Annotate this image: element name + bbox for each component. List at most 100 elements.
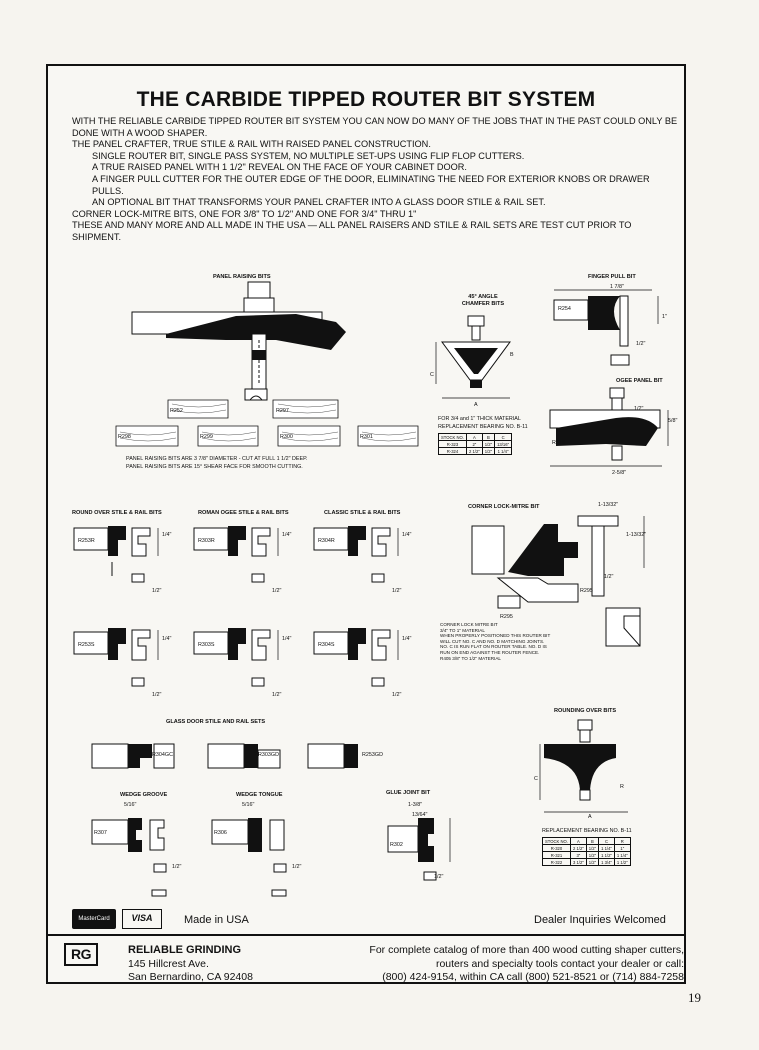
- stile-dim: 1/4": [282, 532, 292, 538]
- mastercard-logo: MasterCard: [72, 909, 116, 929]
- intro-paragraph: A TRUE RAISED PANEL WITH 1 1/2" REVEAL O…: [92, 162, 467, 173]
- column-header: A: [465, 433, 483, 441]
- ogee-panel-bit-drawing: [549, 387, 669, 467]
- intro-paragraph: SINGLE ROUTER BIT, SINGLE PASS SYSTEM, N…: [92, 150, 525, 161]
- table-cell: 1": [613, 844, 631, 852]
- catalog-line: (800) 424-9154, within CA call (800) 521…: [382, 971, 684, 983]
- corner-lock-note: CORNER LOCK MITRE BIT 3/4" TO 1" MATERIA…: [440, 622, 600, 661]
- table-cell: 1 1/2": [598, 851, 615, 859]
- column-header: B: [585, 837, 600, 845]
- part-code: R295: [500, 614, 513, 620]
- part-code: R304S: [318, 642, 335, 648]
- part-code: R303GD: [258, 752, 279, 758]
- table-cell: 2 1/2": [569, 844, 587, 852]
- stile-bearing-dim: 1/2": [272, 692, 282, 698]
- company-street: 145 Hillcrest Ave.: [128, 958, 209, 970]
- finger-width-dim: 1 7/8": [610, 284, 624, 290]
- part-code: R253S: [78, 642, 95, 648]
- company-city: San Bernardino, CA 92408: [128, 971, 253, 983]
- round-over-label: ROUND OVER STILE & RAIL BITS: [72, 510, 162, 516]
- catalog-line: routers and specialty tools contact your…: [435, 958, 684, 970]
- corner-lock-label: CORNER LOCK-MITRE BIT: [468, 504, 540, 510]
- table-cell: 1/2": [585, 844, 600, 852]
- part-code: R254: [558, 306, 571, 312]
- glue-inner-dim: 13/64": [412, 812, 428, 818]
- table-cell: 13/16": [494, 440, 513, 448]
- roman-ogee-label: ROMAN OGEE STILE & RAIL BITS: [198, 510, 289, 516]
- table-cell: 1 3/4": [598, 858, 615, 866]
- wedge-dim: 5/16": [242, 802, 255, 808]
- corner-joint-drawing: [605, 607, 641, 647]
- intro-paragraph: WITH THE RELIABLE CARBIDE TIPPED ROUTER …: [72, 116, 678, 138]
- classic-label: CLASSIC STILE & RAIL BITS: [324, 510, 401, 516]
- part-code: R299: [200, 434, 213, 440]
- column-header: C: [598, 837, 615, 845]
- column-header: STOCK NO.: [542, 837, 571, 845]
- panel-profile-samples: [115, 399, 419, 447]
- chamfer-bearing-note: REPLACEMENT BEARING NO. B-11: [438, 424, 528, 430]
- dim-letter: B: [510, 352, 514, 358]
- table-cell: 1/2": [481, 440, 496, 448]
- part-code: R253R: [78, 538, 95, 544]
- ogee-panel-label: OGEE PANEL BIT: [616, 378, 663, 384]
- corner-side-dim: 1-13/32": [626, 532, 647, 538]
- stile-dim: 1/4": [402, 532, 412, 538]
- dim-letter: R: [620, 784, 624, 790]
- column-header: STOCK NO.: [438, 433, 467, 441]
- table-cell: 1/2": [585, 851, 600, 859]
- dim-letter: B: [610, 746, 614, 752]
- company-name: RELIABLE GRINDING: [128, 944, 242, 956]
- glass-door-profiles: [91, 743, 358, 769]
- wedge-tongue-label: WEDGE TONGUE: [236, 792, 283, 798]
- corner-lock-bit-drawing: [471, 515, 645, 603]
- wedge-dim: 5/16": [124, 802, 137, 808]
- part-code: R252: [170, 408, 183, 414]
- part-code: R307: [94, 830, 107, 836]
- column-header: R: [613, 837, 631, 845]
- profile-icon: [497, 595, 521, 609]
- stile-rail-bits-drawing: [73, 526, 399, 687]
- panel-note: PANEL RAISING BITS ARE 15° SHEAR FACE FO…: [126, 464, 303, 470]
- ogee-bearing-dim: 1/2": [634, 406, 644, 412]
- corner-bearing-dim: 1/2": [604, 574, 614, 580]
- part-code: R303R: [198, 538, 215, 544]
- table-cell: 1 1/4": [613, 851, 631, 859]
- glass-door-label: GLASS DOOR STILE AND RAIL SETS: [166, 719, 266, 725]
- dim-letter: A: [474, 402, 478, 408]
- visa-logo: VISA: [122, 909, 162, 929]
- wedge-glue-drawing: [91, 818, 451, 897]
- note-line: RUN ON END AGAINST THE ROUTER FENCE.: [440, 649, 540, 655]
- panel-raising-label: PANEL RAISING BITS: [213, 274, 271, 280]
- table-cell: R-322: [542, 858, 571, 866]
- column-header: C: [494, 433, 513, 441]
- part-code: R318: [552, 440, 565, 446]
- page-title: THE CARBIDE TIPPED ROUTER BIT SYSTEM: [136, 88, 596, 111]
- panel-raising-bit-drawing: [131, 281, 346, 391]
- intro-paragraph: AN OPTIONAL BIT THAT TRANSFORMS YOUR PAN…: [92, 197, 546, 208]
- dim-letter: C: [430, 372, 434, 378]
- stile-dim: 1/4": [282, 636, 292, 642]
- finger-side-dim: 1": [662, 314, 667, 320]
- intro-paragraph: THE PANEL CRAFTER, TRUE STILE & RAIL WIT…: [72, 139, 431, 150]
- stile-dim: 1/4": [402, 636, 412, 642]
- part-code: R253GD: [362, 752, 383, 758]
- rounding-bearing-note: REPLACEMENT BEARING NO. B-11: [542, 828, 632, 834]
- table-cell: R-323: [438, 440, 467, 448]
- intro-paragraph: CORNER LOCK-MITRE BITS, ONE FOR 3/8" TO …: [72, 208, 417, 219]
- intro-text: WITH THE RELIABLE CARBIDE TIPPED ROUTER …: [72, 116, 680, 244]
- part-code: R303S: [198, 642, 215, 648]
- table-cell: 2": [465, 440, 483, 448]
- profile-icon: [610, 354, 630, 366]
- note-line: WILL CUT NO. C AND NO. D MATCHING JOINTS…: [440, 638, 545, 644]
- finger-pull-label: FINGER PULL BIT: [588, 274, 636, 280]
- part-code: R300: [280, 434, 293, 440]
- stile-dim: 1/4": [162, 636, 172, 642]
- chamfer-label: 45° ANGLE CHAMFER BITS: [461, 294, 505, 307]
- table-cell: R-321: [542, 851, 571, 859]
